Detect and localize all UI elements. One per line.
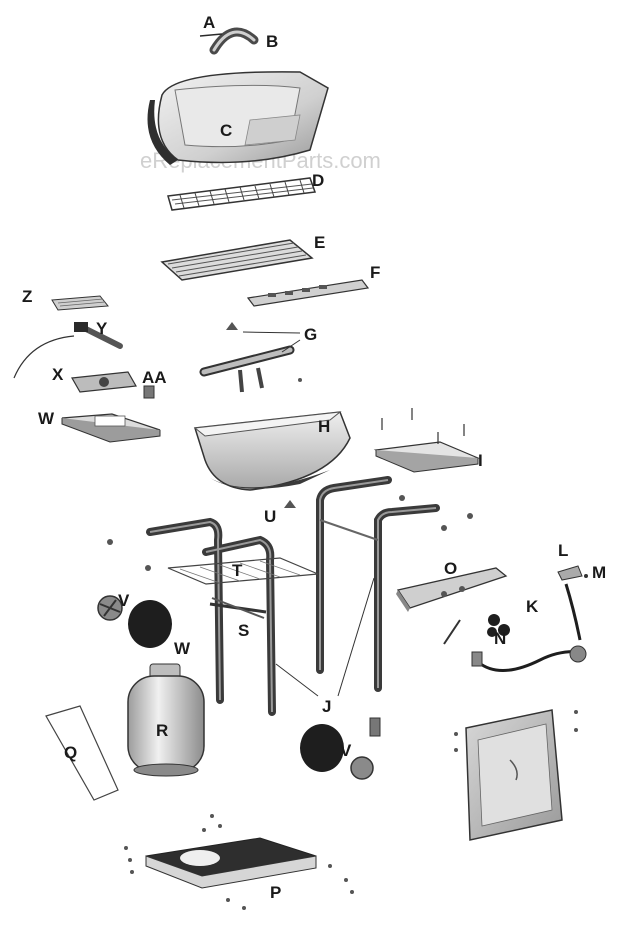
heat-shield	[246, 279, 370, 307]
handle-screw	[199, 33, 223, 37]
label-g: G	[304, 325, 317, 344]
label-f: F	[370, 263, 380, 282]
label-w: W	[38, 409, 55, 428]
j-leader-right	[337, 577, 375, 697]
label-n: N	[494, 629, 506, 648]
label-q: Q	[64, 743, 77, 762]
label-z: Z	[22, 287, 32, 306]
regulator-fitting	[557, 565, 588, 581]
label-c: C	[220, 121, 232, 140]
cart-leg-left-highlight	[149, 520, 273, 713]
j-leader-left	[275, 663, 319, 697]
right-shelf	[373, 408, 481, 473]
label-l: L	[558, 541, 568, 560]
label-d: D	[312, 171, 324, 190]
bottom-rack	[167, 557, 319, 585]
side-burner-grate	[51, 295, 109, 311]
label-aa: AA	[142, 368, 167, 387]
wheel-hub-upper	[97, 595, 123, 621]
label-x: X	[52, 365, 64, 384]
control-knobs	[487, 614, 510, 637]
label-r: R	[156, 721, 168, 740]
lid-handle	[199, 27, 259, 55]
label-u: U	[264, 507, 276, 526]
label-s: S	[238, 621, 249, 640]
label-k: K	[526, 597, 539, 616]
grill-lid	[147, 71, 329, 165]
side-burner	[13, 322, 123, 379]
base-tray	[124, 814, 354, 910]
label-w2: W	[174, 639, 191, 658]
side-burner-bracket	[71, 371, 137, 393]
warming-rack	[167, 177, 317, 211]
cooking-grate	[160, 239, 314, 281]
wheel-hub-lower	[350, 756, 374, 780]
wheel-lower	[300, 724, 374, 780]
cart-crossbar	[319, 519, 379, 541]
wheel-upper	[128, 600, 172, 648]
main-burner	[199, 322, 301, 393]
label-i: I	[478, 451, 483, 470]
control-panel	[396, 567, 508, 612]
tank-shield	[45, 705, 119, 801]
firebox	[193, 411, 351, 491]
hardware-bolts	[107, 378, 473, 571]
propane-tank	[127, 663, 205, 777]
label-o: O	[444, 559, 457, 578]
label-b: B	[266, 32, 278, 51]
cart-leg-right-highlight	[319, 479, 437, 688]
igniter	[443, 619, 461, 645]
side-shelf	[61, 413, 161, 443]
label-v: V	[118, 591, 130, 610]
label-e: E	[314, 233, 325, 252]
label-m: M	[592, 563, 606, 582]
side-burner-valve	[143, 385, 155, 399]
label-j: J	[322, 697, 331, 716]
gas-hose	[471, 583, 587, 672]
label-t: T	[232, 561, 243, 580]
cabinet-door	[454, 709, 578, 841]
label-h: H	[318, 417, 330, 436]
cart-brace	[209, 597, 267, 619]
cart-clip	[284, 500, 296, 508]
label-a: A	[203, 13, 215, 32]
tank-fitting	[369, 717, 381, 737]
label-y: Y	[96, 319, 108, 338]
label-p: P	[270, 883, 281, 902]
label-v2: V	[340, 741, 352, 760]
